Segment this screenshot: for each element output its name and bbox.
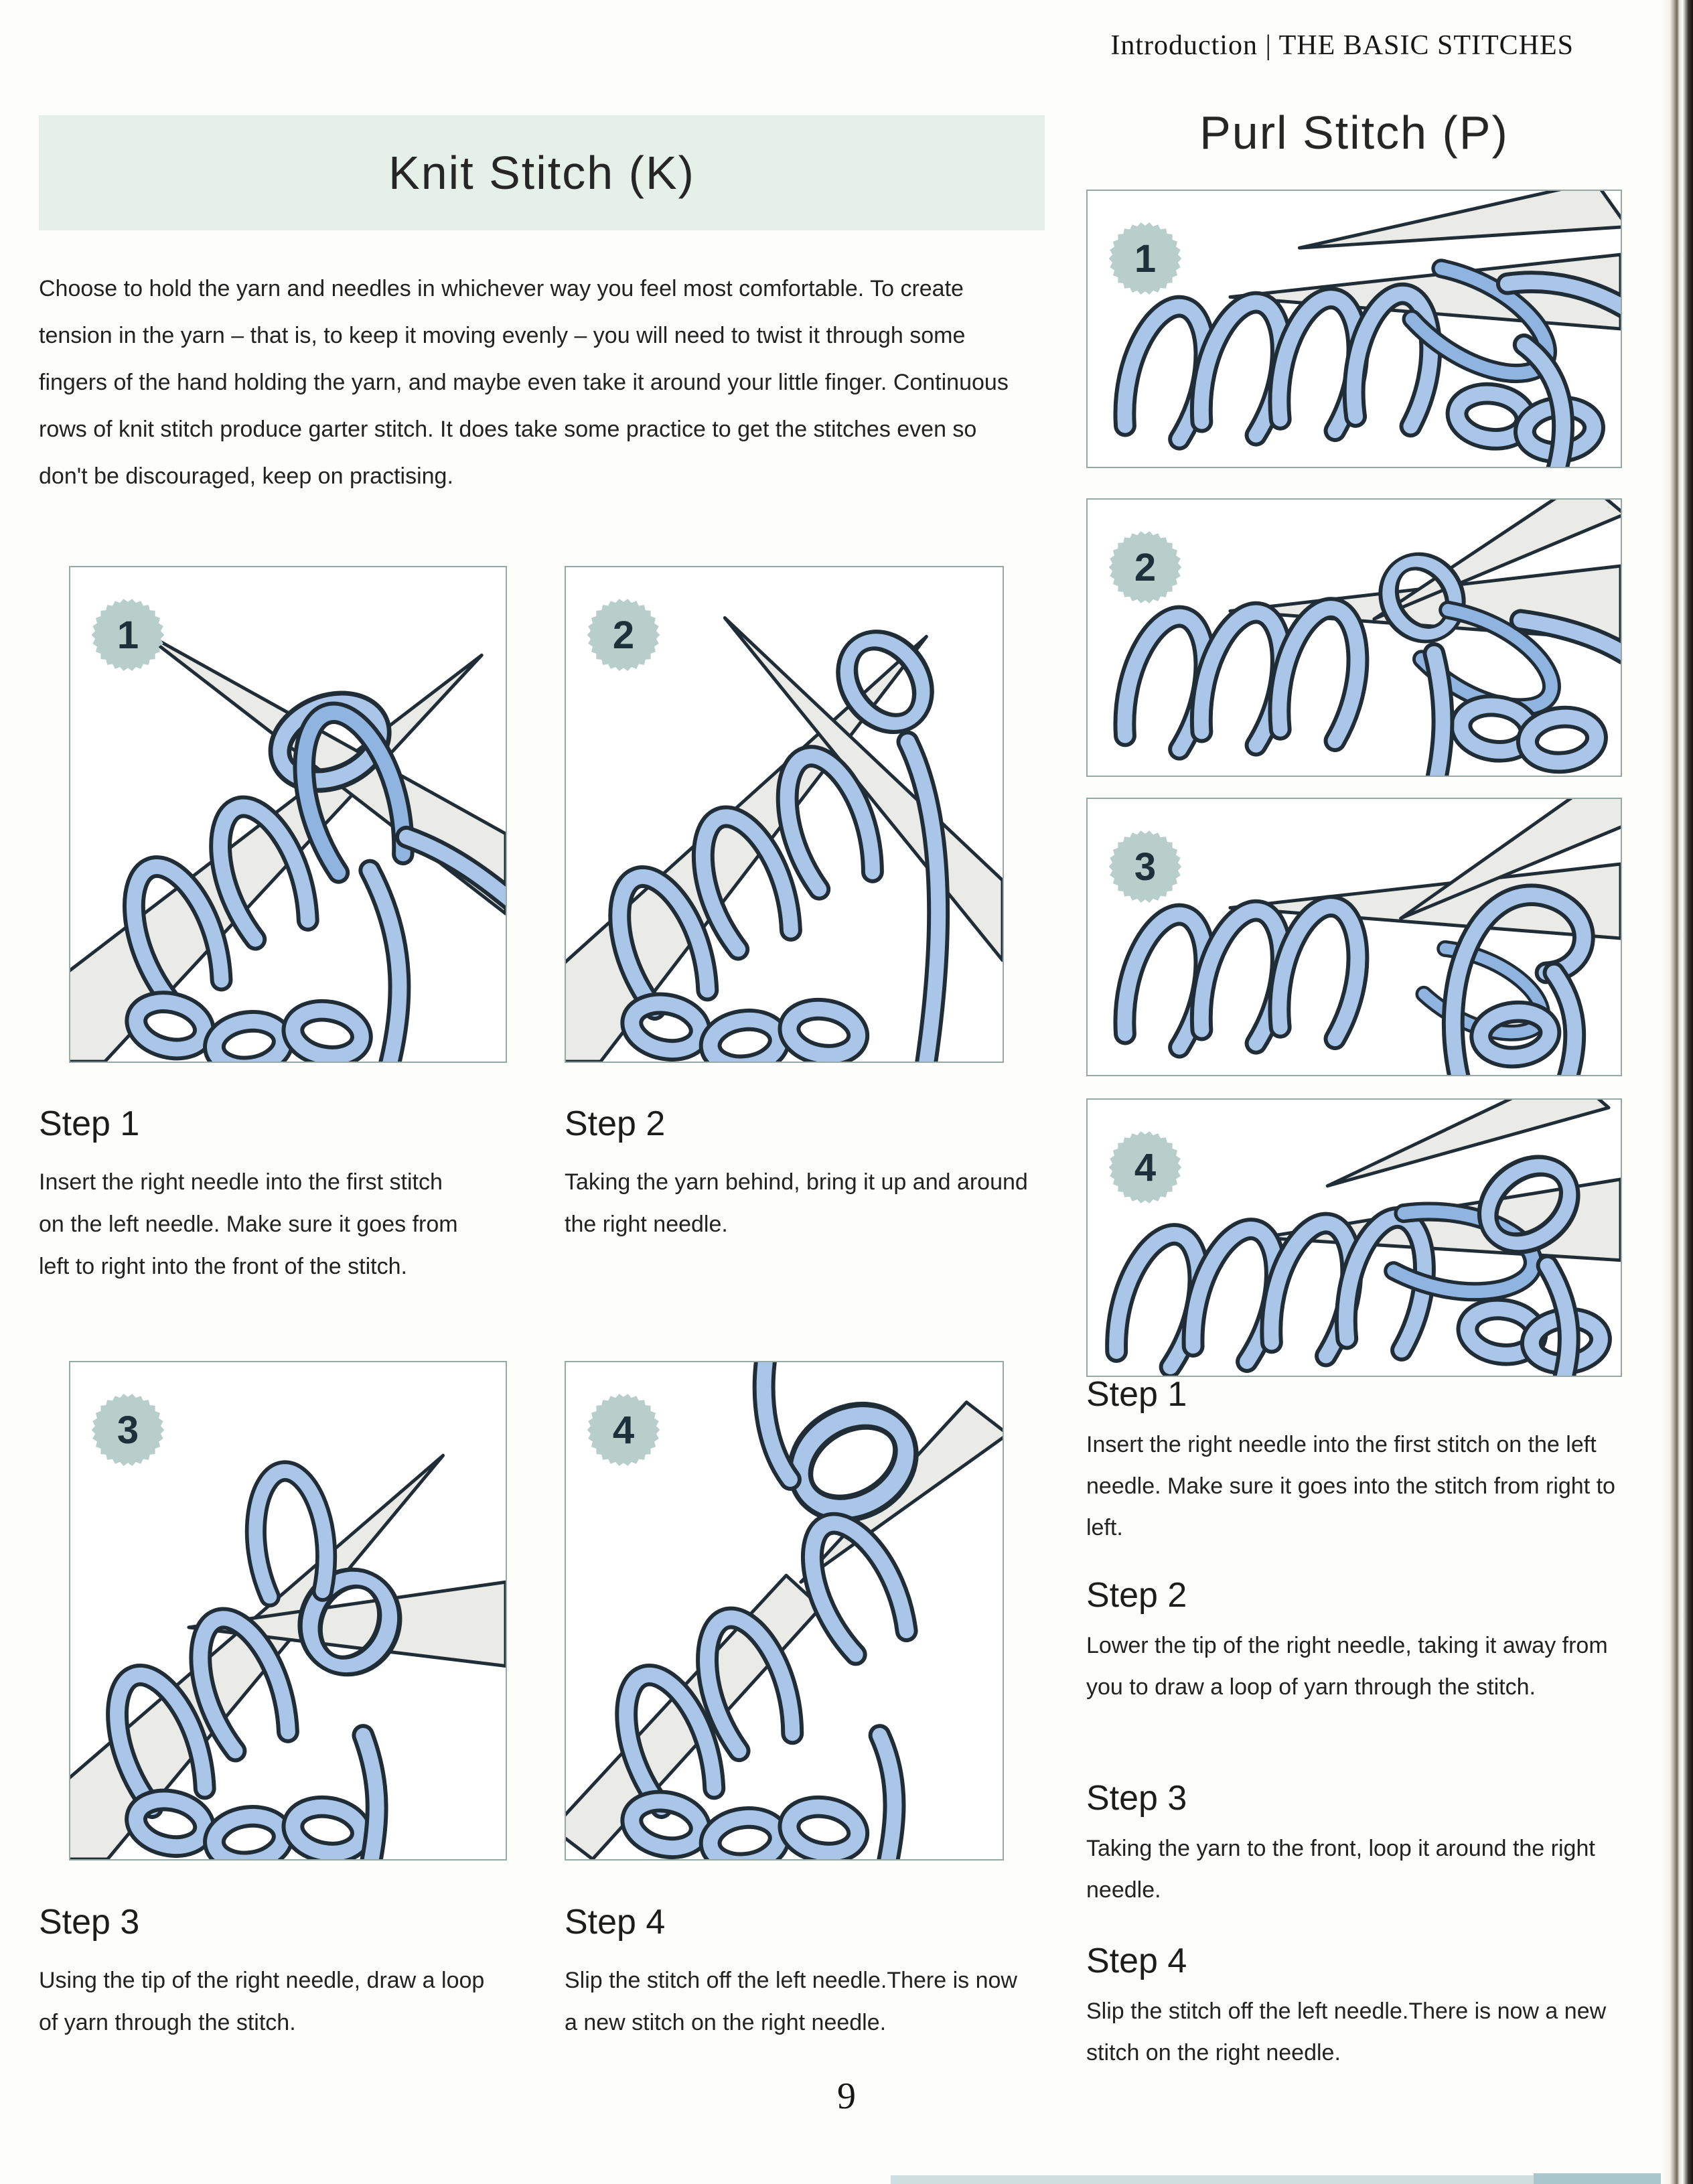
- step-badge: 3: [90, 1392, 165, 1467]
- step-number: 4: [612, 1408, 635, 1452]
- knit-intro-paragraph: Choose to hold the yarn and needles in w…: [39, 276, 1009, 489]
- purl-step-2-text-block: Step 2 Lower the tip of the right needle…: [1086, 1575, 1625, 1708]
- purl-step-1-panel: 1: [1086, 190, 1622, 468]
- step-heading: Step 2: [1086, 1576, 1187, 1615]
- step-description: Taking the yarn to the front, loop it ar…: [1086, 1836, 1595, 1903]
- step-description: Slip the stitch off the left needle.Ther…: [565, 1968, 1017, 2035]
- purl-step-4-text-block: Step 4 Slip the stitch off the left need…: [1086, 1941, 1625, 2073]
- yarn: [602, 626, 939, 1062]
- step-number: 2: [612, 613, 635, 657]
- left-needle: [1325, 1100, 1611, 1188]
- needles: [1228, 799, 1621, 940]
- badge-scallop-shape: [91, 599, 165, 671]
- yarn: [609, 1362, 922, 1859]
- purl-step-3-text-block: Step 3 Taking the yarn to the front, loo…: [1086, 1778, 1625, 1911]
- step-description: Lower the tip of the right needle, takin…: [1086, 1633, 1608, 1700]
- knit-step-3-text-block: Step 3 Using the tip of the right needle…: [39, 1902, 508, 2044]
- knit-step-4-text-block: Step 4 Slip the stitch off the left need…: [565, 1902, 1033, 2044]
- knit-step-1-text-block: Step 1 Insert the right needle into the …: [39, 1104, 461, 1288]
- step-heading: Step 1: [1086, 1375, 1187, 1414]
- badge-scallop-shape: [91, 1394, 165, 1466]
- step-badge: 4: [586, 1392, 661, 1467]
- knit-step-3-panel: 3: [69, 1361, 507, 1861]
- step-badge: 4: [1108, 1130, 1183, 1205]
- knit-step-3-illustration: [70, 1453, 506, 1859]
- step-number: 3: [1134, 845, 1157, 889]
- knit-step-2-panel: 2: [565, 566, 1004, 1063]
- step-number: 3: [117, 1408, 139, 1452]
- purl-step-1-illustration: [1088, 191, 1621, 467]
- step-number: 1: [117, 613, 139, 657]
- step-number: 2: [1134, 545, 1157, 589]
- step-heading: Step 3: [39, 1903, 140, 1942]
- knit-step-4-panel: 4: [565, 1361, 1004, 1861]
- book-spine: [1661, 0, 1693, 2184]
- step-badge: 1: [1108, 221, 1183, 296]
- step-description: Insert the right needle into the first s…: [39, 1169, 458, 1279]
- purl-step-2-panel: 2: [1086, 498, 1622, 777]
- purl-title: Purl Stitch (P): [1199, 106, 1509, 159]
- step-description: Slip the stitch off the left needle.Ther…: [1086, 1998, 1607, 2065]
- step-badge: 3: [1108, 829, 1183, 904]
- knit-step-1-panel: 1: [69, 566, 507, 1063]
- purl-step-4-illustration: [1088, 1100, 1621, 1376]
- left-needle: [1297, 191, 1621, 250]
- knit-step-1-illustration: [70, 627, 506, 1062]
- knit-step-2-text-block: Step 2 Taking the yarn behind, bring it …: [565, 1104, 1033, 1246]
- left-needle: [1372, 500, 1621, 621]
- step-badge: 2: [1108, 530, 1183, 605]
- page-bottom-shadow-dark: [1534, 2173, 1661, 2184]
- badge-scallop-shape: [1108, 1131, 1182, 1204]
- purl-step-3-illustration: [1088, 799, 1621, 1075]
- right-needle: [187, 1580, 506, 1668]
- step-heading: Step 2: [565, 1104, 666, 1143]
- step-description: Taking the yarn behind, bring it up and …: [565, 1169, 1028, 1237]
- step-number: 1: [1134, 236, 1157, 281]
- step-badge: 1: [90, 597, 165, 672]
- yarn: [1117, 261, 1621, 467]
- step-description: Using the tip of the right needle, draw …: [39, 1968, 485, 2035]
- page-bottom-shadow: [891, 2175, 1646, 2184]
- knit-title-band: Knit Stitch (K): [39, 115, 1045, 230]
- badge-scallop-shape: [587, 599, 660, 671]
- badge-scallop-shape: [1108, 830, 1182, 903]
- yarn: [1117, 549, 1621, 776]
- step-badge: 2: [586, 597, 661, 672]
- step-number: 4: [1134, 1145, 1157, 1189]
- knit-title: Knit Stitch (K): [388, 147, 695, 199]
- left-needle: [1399, 799, 1621, 920]
- purl-step-1-text-block: Step 1 Insert the right needle into the …: [1086, 1374, 1625, 1548]
- purl-step-3-panel: 3: [1086, 798, 1622, 1076]
- step-heading: Step 1: [39, 1104, 140, 1143]
- knit-step-4-illustration: [566, 1362, 1003, 1859]
- step-description: Insert the right needle into the first s…: [1086, 1432, 1615, 1540]
- yarn: [100, 1467, 404, 1859]
- running-header: Introduction | THE BASIC STITCHES: [1110, 30, 1574, 61]
- step-heading: Step 3: [1086, 1779, 1187, 1818]
- page-number: 9: [837, 2076, 856, 2117]
- badge-scallop-shape: [587, 1394, 660, 1466]
- step-heading: Step 4: [565, 1903, 666, 1942]
- knit-step-2-illustration: [566, 567, 1003, 1062]
- yarn: [1117, 883, 1595, 1075]
- yarn: [117, 688, 506, 1062]
- yarn: [1108, 1150, 1603, 1376]
- badge-scallop-shape: [1108, 222, 1182, 295]
- purl-step-4-panel: 4: [1086, 1098, 1622, 1377]
- step-heading: Step 4: [1086, 1942, 1187, 1980]
- badge-scallop-shape: [1108, 531, 1182, 603]
- purl-step-2-illustration: [1088, 500, 1621, 776]
